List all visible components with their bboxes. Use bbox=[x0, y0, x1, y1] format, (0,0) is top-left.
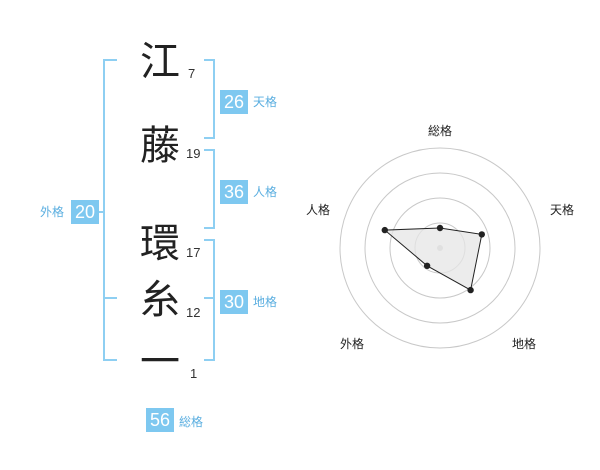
name-char-5: 一 bbox=[140, 339, 180, 385]
jinkaku-bracket bbox=[204, 149, 215, 229]
radar-points bbox=[381, 224, 485, 294]
radar-axis-label-gaikaku: 外格 bbox=[339, 337, 365, 351]
radar-point bbox=[467, 286, 474, 294]
name-char-1: 江 bbox=[140, 39, 180, 85]
chikaku-label: 地格 bbox=[253, 295, 278, 309]
radar-ring bbox=[389, 197, 491, 299]
jinkaku-value-badge: 36 bbox=[220, 180, 249, 204]
stroke-count-4: 12 bbox=[186, 305, 201, 320]
radar-point bbox=[478, 231, 485, 238]
radar-ring bbox=[364, 172, 516, 324]
stroke-count-3: 17 bbox=[186, 245, 201, 260]
tenkaku-bracket bbox=[204, 59, 215, 139]
soukaku-label: 総格 bbox=[179, 415, 204, 429]
radar-axis-label-soukaku: 総格 bbox=[427, 124, 453, 138]
radar-axis-label-jinkaku: 人格 bbox=[305, 203, 331, 217]
stroke-count-5: 1 bbox=[190, 366, 198, 381]
tenkaku-value-badge: 26 bbox=[220, 90, 249, 114]
stroke-count-1: 7 bbox=[188, 66, 196, 81]
soukaku-value-badge: 56 bbox=[146, 408, 175, 432]
radar-point bbox=[381, 226, 388, 234]
radar-axis-label-chikaku: 地格 bbox=[511, 337, 537, 351]
radar-point bbox=[423, 262, 431, 269]
gaikaku-value-badge: 20 bbox=[71, 200, 100, 224]
jinkaku-label: 人格 bbox=[253, 185, 278, 199]
radar-ring bbox=[339, 147, 541, 349]
chikaku-bracket bbox=[204, 239, 215, 361]
gaikaku-bracket bbox=[103, 59, 117, 361]
gaikaku-label: 外格 bbox=[40, 205, 65, 219]
name-char-3: 環 bbox=[140, 221, 180, 267]
radar-chart bbox=[339, 147, 541, 349]
chikaku-value-badge: 30 bbox=[220, 290, 249, 314]
stroke-count-2: 19 bbox=[186, 146, 201, 161]
name-char-2: 藤 bbox=[140, 123, 180, 169]
name-char-4: 糸 bbox=[140, 277, 180, 323]
radar-polygon bbox=[383, 227, 483, 291]
radar-axis-label-tenkaku: 天格 bbox=[549, 203, 575, 217]
tenkaku-label: 天格 bbox=[253, 95, 278, 109]
radar-point bbox=[436, 224, 444, 232]
